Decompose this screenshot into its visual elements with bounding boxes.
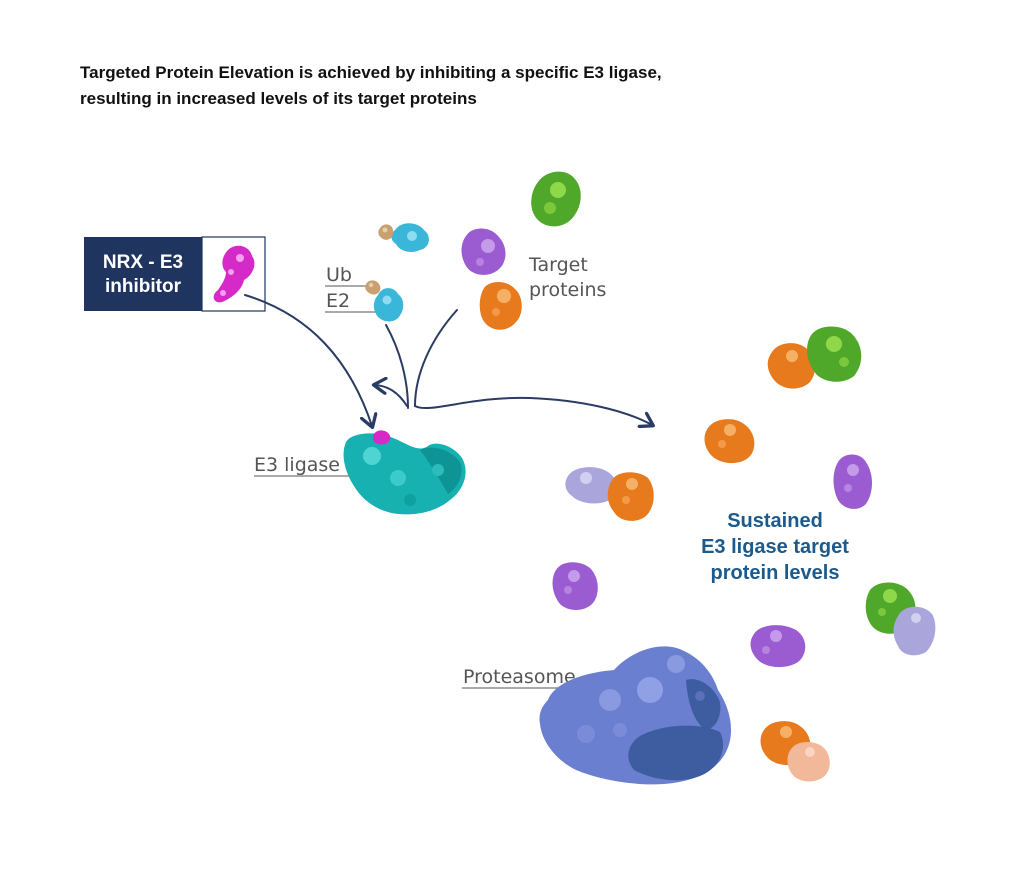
green-protein-top-icon [531,171,581,227]
page-title: Targeted Protein Elevation is achieved b… [80,60,840,112]
inhibitor-label-line-2: inhibitor [105,276,182,297]
orange-protein-middle-icon [704,419,755,464]
target-proteins-label-line-1: Target [528,254,588,276]
title-line-1: Targeted Protein Elevation is achieved b… [80,63,662,82]
orange-peach-complex-icon [760,721,830,782]
orange-green-complex-icon [767,326,862,389]
sustained-label-line-1: Sustained [727,510,823,532]
lavender-orange-complex-icon [565,467,654,521]
target-proteins-label-line-2: proteins [529,279,606,301]
accumulation-arrow [414,396,652,425]
release-arrow [375,385,408,407]
ub-label: Ub [326,264,352,286]
purple-protein-bottom-icon [750,625,806,668]
e2-to-ligase-line [385,324,409,409]
e2-label: E2 [326,290,350,312]
purple-protein-top-icon [461,228,506,275]
bound-inhibitor-icon [372,430,391,445]
proteasome-label: Proteasome [463,666,576,688]
green-lavender-complex-icon [865,582,936,656]
purple-protein-right-icon [833,454,872,509]
e3-ligase-icon [343,430,466,515]
targets-to-ligase-line [414,309,458,407]
e3-ligase-label: E3 ligase [254,454,340,476]
purple-protein-left-icon [552,562,598,610]
arrows [244,294,652,426]
title-line-2: resulting in increased levels of its tar… [80,89,477,108]
proteasome-icon [539,646,732,785]
inhibitor-box-label-panel [84,237,202,311]
inhibitor-molecule-icon [213,245,255,303]
sustained-label-line-3: protein levels [711,562,840,584]
sustained-label-line-2: E3 ligase target [701,536,849,558]
ub-e2-complex-top-icon [378,223,429,252]
ub-e2-complex-bottom-icon [365,280,404,322]
orange-protein-top-icon [479,282,522,330]
inhibitor-label-line-1: NRX - E3 [103,252,183,273]
inhibitor-to-ligase-arrow [244,294,372,426]
inhibitor-box: NRX - E3 inhibitor [84,236,266,312]
